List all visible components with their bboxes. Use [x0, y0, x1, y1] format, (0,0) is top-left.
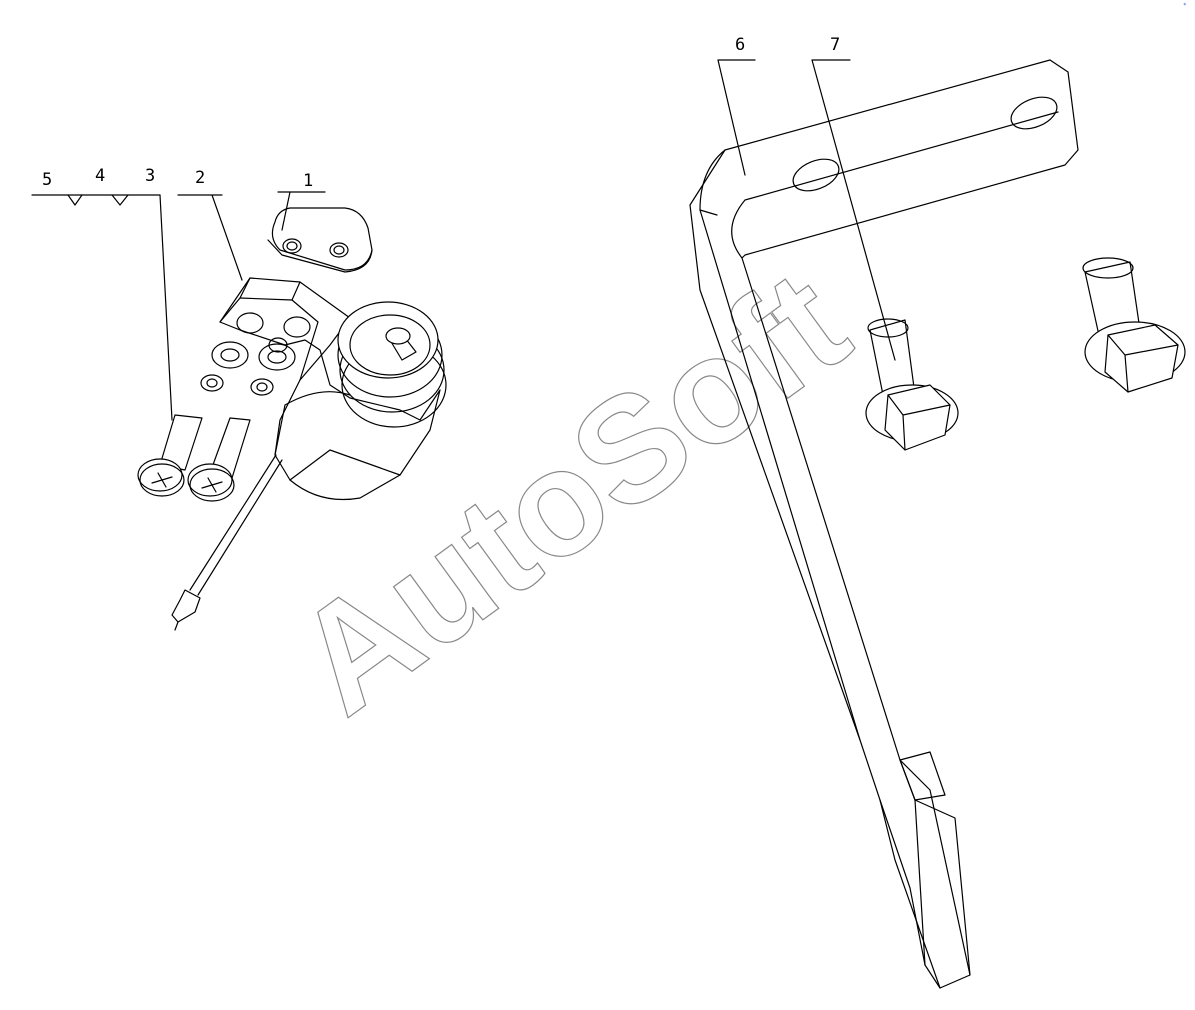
lock-washers-part-4 [200, 374, 274, 396]
callout-labels: 1 2 3 4 5 6 7 [42, 35, 840, 191]
callout-7: 7 [830, 35, 840, 55]
actuator-assembly-part-2 [171, 277, 447, 631]
flat-washers-part-3 [211, 341, 296, 371]
flange-bolt-spare [1082, 257, 1186, 393]
flange-bolt-part-7 [865, 318, 959, 451]
callout-3: 3 [145, 166, 155, 186]
leader-lines [31, 59, 896, 421]
spacer-plate-part-1 [267, 207, 373, 273]
bracket-hole-upper [1010, 96, 1058, 130]
callout-6: 6 [735, 35, 745, 55]
bracket-hole-lower [792, 158, 840, 192]
callout-4: 4 [95, 166, 105, 186]
callout-5: 5 [42, 170, 52, 190]
phillips-screws-part-5 [137, 414, 251, 502]
callout-1: 1 [303, 171, 313, 191]
bracket-part-6 [689, 59, 1079, 989]
callout-2: 2 [195, 168, 205, 188]
